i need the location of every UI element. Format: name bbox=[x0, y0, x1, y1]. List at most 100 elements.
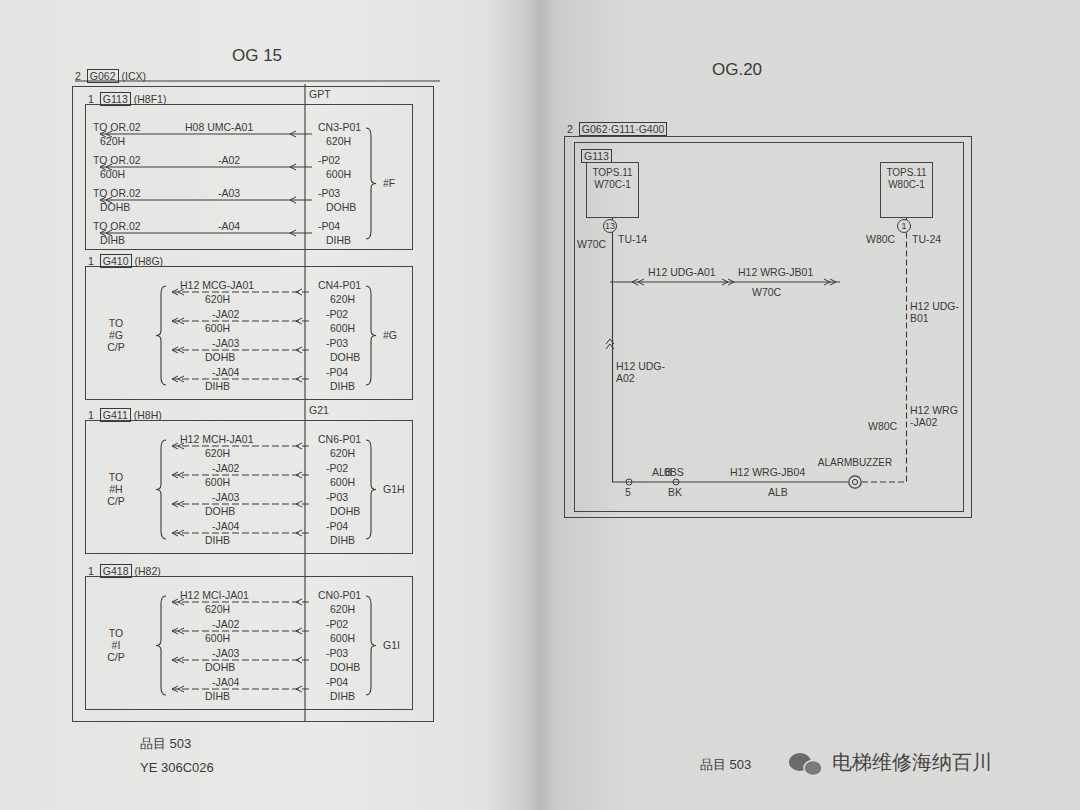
wire-chevron bbox=[172, 530, 184, 536]
wire-number: H12 UDG-B01 bbox=[910, 300, 964, 324]
signal-label: DIHB bbox=[326, 234, 351, 246]
connector-label: #F bbox=[383, 177, 395, 189]
terminal-label: GPT bbox=[309, 88, 331, 100]
buzzer-symbol bbox=[848, 475, 862, 489]
harness-box: 1G418(H82) bbox=[85, 576, 413, 710]
wire-chevron bbox=[172, 686, 184, 692]
pin-label: -P03 bbox=[326, 491, 348, 503]
terminal-label: TOPS.11 bbox=[590, 167, 635, 179]
wire-line bbox=[172, 379, 312, 380]
pin-label: -P02 bbox=[326, 462, 348, 474]
note-text: 品目 503 bbox=[140, 736, 191, 752]
destination-label: TO OR.02 bbox=[93, 187, 141, 199]
pin-label: -P04 bbox=[326, 366, 348, 378]
signal-label: 620H bbox=[205, 293, 230, 305]
wire-line bbox=[100, 200, 312, 201]
terminal-label: TOPS.11 bbox=[884, 167, 929, 179]
connector-label: #G bbox=[383, 329, 397, 341]
pin-label: CN6-P01 bbox=[318, 433, 361, 445]
signal-label: 600H bbox=[205, 632, 230, 644]
wire-line bbox=[172, 504, 312, 505]
harness-label: 2 bbox=[567, 123, 573, 135]
signal-label: 620H bbox=[205, 447, 230, 459]
wire-chevron bbox=[296, 686, 302, 692]
wire-number: -JA02 bbox=[212, 618, 239, 630]
wire-chevron bbox=[296, 376, 302, 382]
pin-label: -P03 bbox=[318, 187, 340, 199]
cabinet-group-box: 2G062(ICX)1G113(H8F1)1G410(H8G)1G411(H8H… bbox=[72, 86, 434, 722]
bundle-brace bbox=[156, 596, 166, 695]
harness-label: 1 bbox=[88, 565, 94, 577]
terminal-label: TU-14 bbox=[618, 233, 647, 245]
harness-label: (ICX) bbox=[122, 70, 147, 82]
terminal-label: W70C-1 bbox=[590, 179, 635, 191]
box-heading: 1G410(H8G) bbox=[88, 251, 166, 269]
pin-label: -P04 bbox=[326, 676, 348, 688]
cabinet-group-box: 2G062·G111·G400G113TOPS.11W70C-1TOPS.11W… bbox=[564, 136, 972, 518]
wire-chevron bbox=[296, 347, 302, 353]
destination-label: TO OR.02 bbox=[93, 121, 141, 133]
note-text: 品目 503 bbox=[700, 757, 751, 773]
wire-number: H12 MCG-JA01 bbox=[180, 279, 254, 291]
wire-number: H12 MCI-JA01 bbox=[180, 589, 249, 601]
box-heading: 1G418(H82) bbox=[88, 561, 164, 579]
destination-label: TO #I C/P bbox=[104, 627, 128, 663]
connector-label: G1I bbox=[383, 639, 400, 651]
wire-connector bbox=[862, 218, 907, 482]
note-text: YE 306C026 bbox=[140, 760, 214, 776]
wire-number: H12 WRG-JB01 bbox=[738, 266, 813, 278]
wire-chevron bbox=[290, 164, 296, 170]
buzzer-core bbox=[852, 479, 857, 484]
wire-chevron bbox=[296, 318, 302, 324]
terminal-label: G21 bbox=[309, 404, 329, 416]
signal-label: 620H bbox=[330, 603, 355, 615]
signal-label: 620H bbox=[205, 603, 230, 615]
signal-label: 620H bbox=[330, 293, 355, 305]
signal-label: 600H bbox=[330, 476, 355, 488]
wire-number: H08 UMC-A01 bbox=[185, 121, 253, 133]
pin-label: CN0-P01 bbox=[318, 589, 361, 601]
wire-chevron bbox=[722, 279, 734, 285]
terminal-label: TU-24 bbox=[912, 233, 941, 245]
harness-label: G113 bbox=[581, 149, 612, 163]
wire-line bbox=[172, 602, 312, 603]
signal-label: DOHB bbox=[205, 661, 235, 673]
wire-line bbox=[172, 321, 312, 322]
wire-number: -JA02 bbox=[212, 462, 239, 474]
box-heading: 1G411(H8H) bbox=[88, 405, 165, 423]
wire-number: -JA04 bbox=[212, 520, 239, 532]
wire-chevron bbox=[296, 657, 302, 663]
signal-label: DOHB bbox=[330, 505, 360, 517]
harness-label: G062·G111·G400 bbox=[579, 122, 668, 136]
signal-label: 600H bbox=[205, 476, 230, 488]
wire-line bbox=[172, 292, 312, 293]
signal-label: 600H bbox=[205, 322, 230, 334]
harness-label: 1 bbox=[88, 93, 94, 105]
wire-chevron bbox=[296, 501, 302, 507]
box-heading: 2 G062·G111·G400 bbox=[567, 119, 670, 137]
wire-number: -A03 bbox=[218, 187, 240, 199]
wire-chevron bbox=[296, 628, 302, 634]
signal-label: DOHB bbox=[205, 505, 235, 517]
signal-label: DIHB bbox=[205, 690, 230, 702]
watermark-text: 电梯维修海纳百川 bbox=[832, 750, 992, 774]
harness-label: 2 bbox=[75, 70, 81, 82]
wire-number: -A04 bbox=[218, 220, 240, 232]
harness-label: (H8H) bbox=[134, 409, 162, 421]
wire-chevron bbox=[296, 530, 302, 536]
pin-label: -P02 bbox=[326, 618, 348, 630]
harness-label: 1 bbox=[88, 255, 94, 267]
signal-label: 600H bbox=[326, 168, 351, 180]
harness-label: G113 bbox=[100, 92, 131, 106]
bundle-brace bbox=[156, 286, 166, 385]
wire-number: -JA03 bbox=[212, 647, 239, 659]
wire-line bbox=[172, 689, 312, 690]
wire-color-label: W70C bbox=[752, 286, 781, 298]
harness-label: G418 bbox=[100, 564, 132, 578]
wire-chevron bbox=[296, 443, 302, 449]
buzzer-outline bbox=[849, 476, 861, 488]
signal-label: 620H bbox=[326, 135, 351, 147]
wire-connector bbox=[613, 218, 848, 482]
pin-label: -P02 bbox=[326, 308, 348, 320]
